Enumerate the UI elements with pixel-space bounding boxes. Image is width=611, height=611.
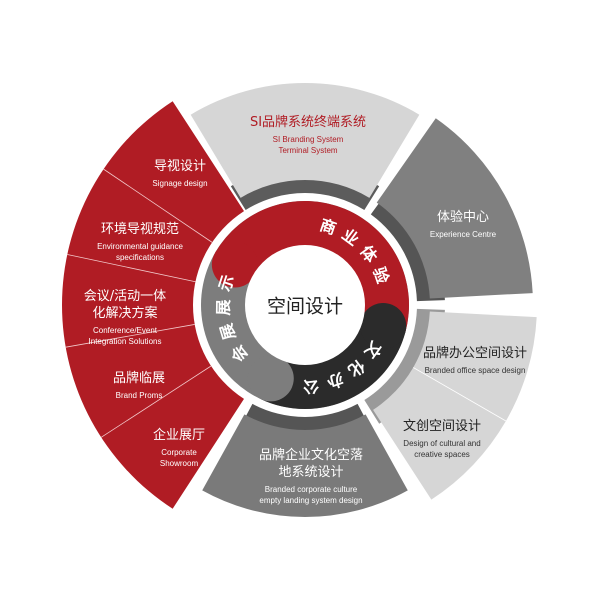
diagram-shapes [62,83,537,517]
ring-segment-commercial [214,200,410,332]
subtitle-line: Showroom [159,459,199,468]
subtitle-line: specifications [115,253,165,262]
subtitle-line: creative spaces [414,450,470,459]
title-line: 品牌企业文化空落 [258,448,364,463]
item-title: 企业展厅 [152,428,206,443]
segment-cultural-space: 文创空间设计 Design of cultural and creative sp… [403,418,481,460]
subtitle-line: Conference/Event [92,326,158,335]
subtitle-line: Terminal System [278,146,338,155]
left-divider [103,168,213,243]
segment-subtitle: Experience Centre [429,230,497,239]
segment-title: 品牌办公空间设计 [422,346,528,361]
segment-subtitle: Branded corporate culture empty landing s… [259,484,363,506]
subtitle-line: Design of cultural and [403,439,481,448]
left-divider [65,324,195,348]
segment-subtitle: Design of cultural and creative spaces [403,438,481,460]
left-item-signage: 导视设计 Signage design [152,158,207,189]
segment-title: 体验中心 [436,210,490,225]
item-title: 导视设计 [153,159,206,174]
top-right-petal [376,118,533,299]
center-circle [245,245,365,365]
title-line: 会议/活动一体 [83,289,167,304]
segment-title: 品牌企业文化空落地系统设计 [259,447,363,481]
left-item-brand-proms: 品牌临展 Brand Proms [113,370,165,401]
subtitle-line: Environmental guidance [97,242,183,251]
outer-ring-line [194,194,416,416]
subtitle-line: Integration Solutions [88,337,162,346]
segment-corporate-culture: 品牌企业文化空落地系统设计 Branded corporate culture e… [259,447,363,506]
left-item-environmental: 环境导视规范 Environmental guidance specificati… [97,221,183,263]
item-subtitle: Brand Proms [115,391,163,400]
item-subtitle: Environmental guidance specifications [97,241,183,263]
segment-title: SI品牌系统终端系统 [249,115,367,130]
right-divider [413,367,507,422]
segment-title: 文创空间设计 [402,419,482,434]
subtitle-line: Branded corporate culture [264,485,358,494]
item-title: 环境导视规范 [100,222,179,237]
right-petal-depth [364,308,445,424]
item-title: 会议/活动一体化解决方案 [84,288,166,322]
subtitle-line: Corporate [161,448,197,457]
subtitle-line: empty landing system design [259,496,363,505]
top-petal [190,83,420,198]
title-line: 地系统设计 [278,465,344,480]
left-petal [62,101,245,509]
segment-subtitle: Branded office space design [424,366,526,375]
item-subtitle: Signage design [152,179,208,188]
ring-cap-commercial [211,241,258,288]
center-title: 空间设计 [266,295,344,318]
ring-cap-exhibition [247,355,294,402]
segment-experience-centre: 体验中心 Experience Centre [430,209,496,240]
segment-office-space: 品牌办公空间设计 Branded office space design [423,345,527,376]
ring-cap-cultural-office [360,302,407,349]
left-divider [100,365,212,438]
subtitle-line: SI Branding System [272,135,344,144]
title-line: 化解决方案 [92,306,158,321]
bottom-petal [202,414,408,517]
item-title: 品牌临展 [112,371,166,386]
left-divider [67,254,196,283]
right-petal [373,311,537,500]
